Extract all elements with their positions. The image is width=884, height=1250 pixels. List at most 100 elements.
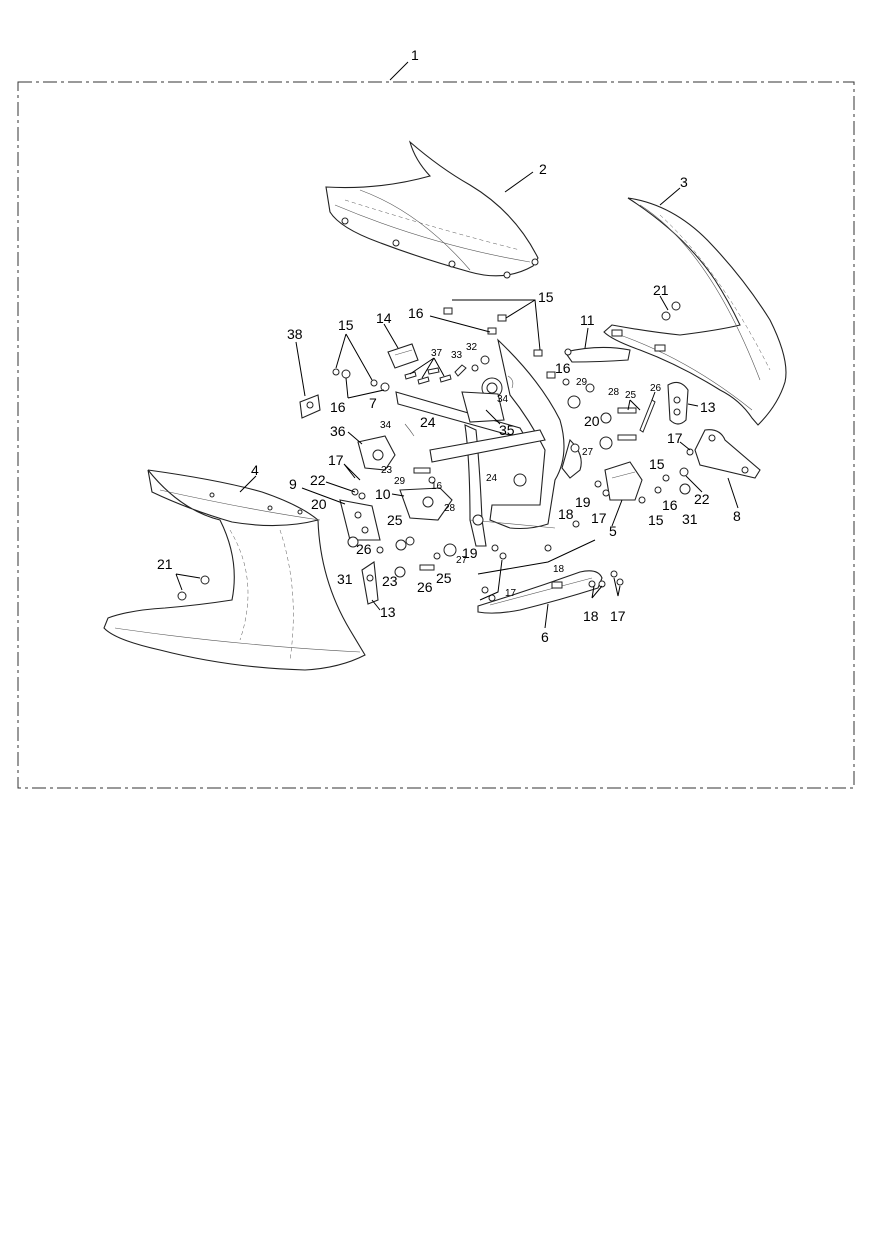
bracket-38-part [299, 394, 321, 419]
fasteners-bottom [481, 480, 624, 602]
leader-17-left [343, 463, 361, 481]
leader-3 [659, 187, 681, 206]
callout-16: 16 [431, 481, 443, 492]
callout-36: 36 [330, 423, 346, 439]
callout-16: 16 [555, 360, 571, 376]
spring-clip-34-right [507, 375, 514, 389]
callout-23: 23 [381, 465, 393, 476]
fastener-21-left [177, 591, 187, 601]
callout-32: 32 [466, 342, 478, 353]
callout-22: 22 [694, 491, 710, 507]
fastener-21-left-b [200, 575, 210, 585]
callout-15: 15 [648, 512, 664, 528]
callout-15: 15 [538, 289, 554, 305]
callout-26: 26 [650, 383, 662, 394]
callout-1: 1 [411, 47, 419, 63]
callout-27: 27 [456, 555, 468, 566]
callout-29: 29 [394, 476, 406, 487]
callout-5: 5 [609, 523, 617, 539]
fasteners-right-lower [638, 448, 694, 504]
callout-24: 24 [486, 473, 498, 484]
left-side-fairing-part [103, 469, 366, 671]
leader-2 [504, 171, 534, 193]
callout-24: 24 [420, 414, 436, 430]
bracket-14-part [387, 343, 419, 369]
mount-plate-13-left [361, 561, 379, 605]
callout-18: 18 [583, 608, 599, 624]
callout-23: 23 [382, 573, 398, 589]
leader-5 [611, 499, 623, 527]
leader-9 [301, 487, 346, 505]
callout-19: 19 [575, 494, 591, 510]
callout-15: 15 [649, 456, 665, 472]
leader-22-right [685, 475, 703, 493]
leader-1 [389, 61, 409, 81]
callout-34: 34 [380, 420, 392, 431]
callout-21: 21 [653, 282, 669, 298]
leader-38 [295, 341, 306, 397]
callout-25: 25 [625, 390, 637, 401]
bracket-5-part [604, 461, 643, 501]
callout-labels: 1 2 3 21 15 16 14 15 38 11 37 33 32 16 2… [157, 47, 741, 645]
leader-15-top [452, 299, 541, 351]
callout-2: 2 [539, 161, 547, 177]
leader-15-left [335, 333, 373, 381]
callout-8: 8 [733, 508, 741, 524]
callout-18: 18 [558, 506, 574, 522]
fastener-21-top [661, 311, 671, 321]
leader-6 [544, 603, 549, 629]
mount-plate-13-right [667, 381, 689, 425]
callout-17: 17 [667, 430, 683, 446]
callout-18: 18 [553, 564, 565, 575]
leader-21-left [175, 573, 201, 591]
callout-16: 16 [330, 399, 346, 415]
callout-26: 26 [356, 541, 372, 557]
fasteners-37-33-32 [404, 355, 490, 385]
callout-6: 6 [541, 629, 549, 645]
callout-25: 25 [436, 570, 452, 586]
callout-11: 11 [580, 312, 595, 328]
leader-16-top [429, 315, 491, 333]
callout-10: 10 [375, 486, 391, 502]
callout-7: 7 [369, 395, 377, 411]
callout-13: 13 [380, 604, 396, 620]
callout-17: 17 [591, 510, 607, 526]
callout-26: 26 [417, 579, 433, 595]
leader-18-right [591, 585, 603, 599]
leader-18-bottom [477, 539, 596, 575]
leader-17-bottom [479, 559, 503, 601]
windscreen-part [325, 140, 539, 279]
callout-34: 34 [497, 394, 509, 405]
leader-4 [239, 475, 257, 493]
callout-9: 9 [289, 476, 297, 492]
bracket-10-part [399, 487, 453, 521]
callout-14: 14 [376, 310, 392, 326]
leader-36 [347, 431, 363, 445]
callout-21: 21 [157, 556, 173, 572]
callout-22: 22 [310, 472, 326, 488]
callout-16: 16 [662, 497, 678, 513]
callout-3: 3 [680, 174, 688, 190]
callout-31: 31 [682, 511, 698, 527]
leader-26-right [651, 391, 656, 401]
callout-28: 28 [444, 503, 456, 514]
callout-33: 33 [451, 350, 463, 361]
lower-trim-6-part [477, 570, 603, 614]
leader-8 [727, 477, 739, 509]
fastener-21-top-b [671, 301, 681, 311]
leader-21-top [659, 295, 669, 311]
right-upper-fairing-part [603, 197, 787, 426]
callout-17: 17 [610, 608, 626, 624]
callout-37: 37 [431, 348, 443, 359]
fasteners-right-mid [562, 378, 656, 450]
leader-17-right-upper [679, 441, 691, 451]
leader-37 [409, 357, 445, 379]
callout-16: 16 [408, 305, 424, 321]
callout-25: 25 [387, 512, 403, 528]
callout-15: 15 [338, 317, 354, 333]
leader-10 [391, 493, 405, 497]
fasteners-15-16-left [332, 368, 390, 392]
leader-13-left [371, 599, 381, 611]
callout-4: 4 [251, 462, 259, 478]
